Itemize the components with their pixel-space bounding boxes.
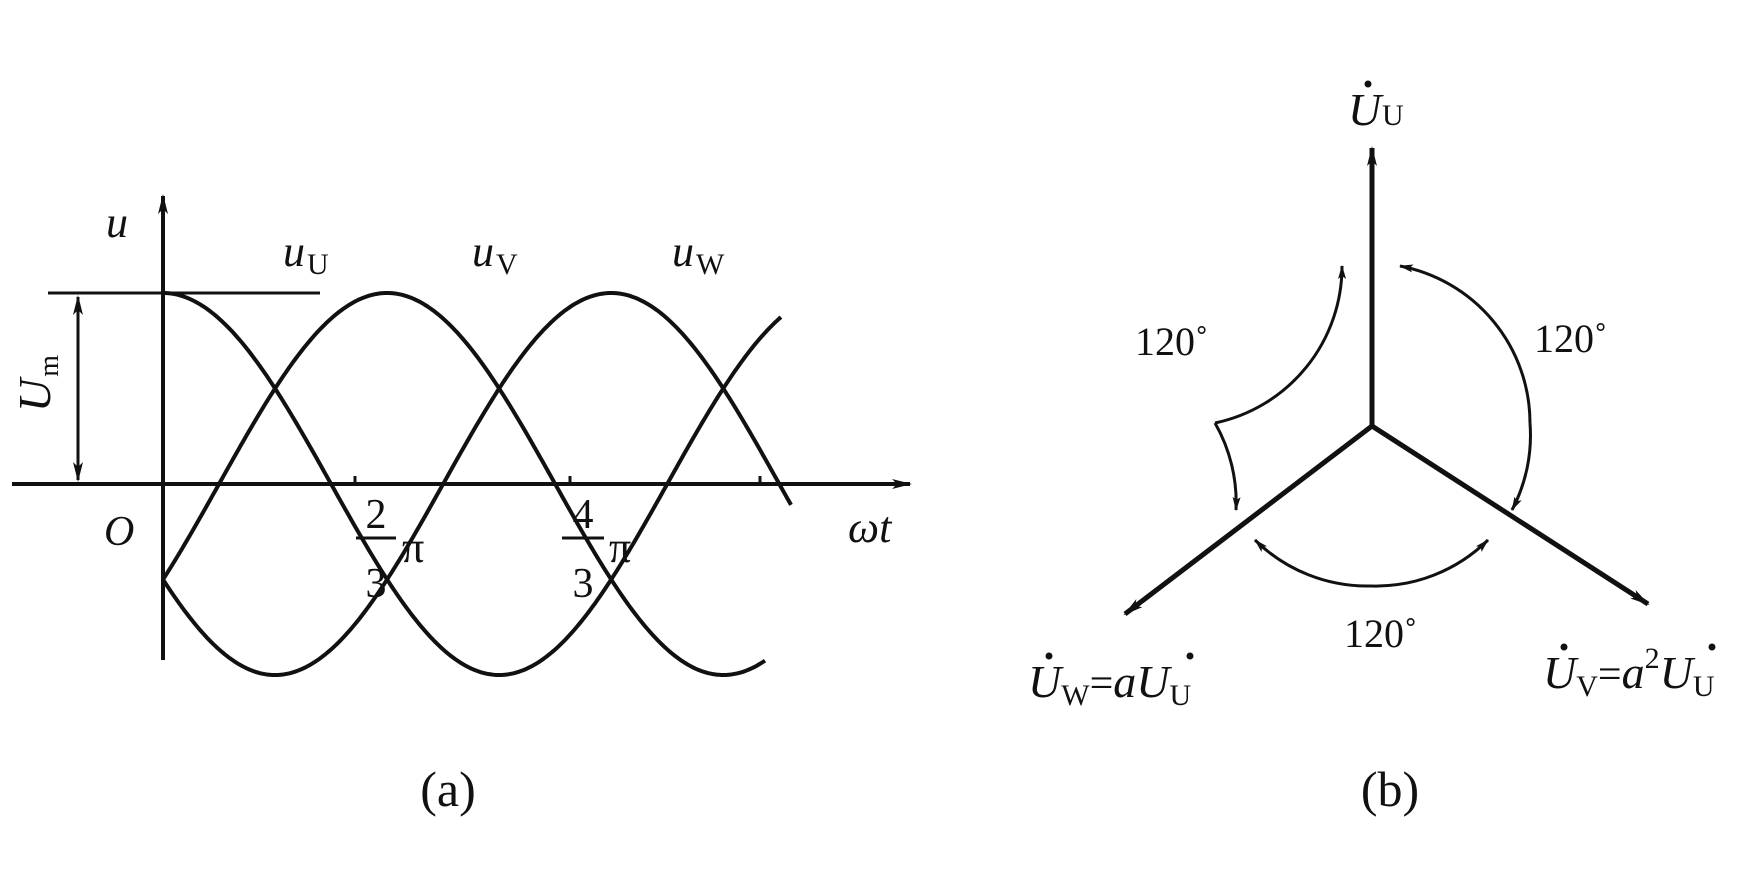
angle-arc-top-right: [1399, 264, 1532, 424]
waveform-u-v: [161, 291, 793, 677]
angle-label-right: 120˚: [1534, 316, 1607, 361]
angle-arc-bottom: [1253, 538, 1372, 588]
amplitude-label-main: U: [9, 376, 60, 412]
y-axis-label: u: [106, 198, 128, 247]
caption-b: (b): [1361, 761, 1419, 817]
angle-label-left: 120˚: [1135, 319, 1208, 364]
caption-a: (a): [420, 761, 476, 817]
waveform-u-u: [163, 291, 783, 677]
tick-label-2-symbol: π: [609, 523, 631, 572]
svg-text:U: U: [1348, 84, 1384, 135]
svg-text:UW=aUU: UW=aUU: [1028, 656, 1191, 712]
svg-text:Um: Um: [9, 355, 65, 412]
x-axis-label: ωt: [848, 503, 893, 552]
phasor-w: [1123, 424, 1374, 616]
svg-text:UV=a2UU: UV=a2UU: [1543, 642, 1715, 703]
phasor-v-label: UV=a2UU: [1543, 642, 1716, 703]
angle-arc-top-left-2: [1213, 422, 1241, 511]
panel-a: u O ωt Um uU uV uW 2 3 π 4 3 π (a): [9, 194, 912, 817]
amplitude-label-sub: m: [34, 355, 65, 377]
curve-label-v: uV: [472, 227, 518, 281]
origin-label: O: [104, 509, 134, 555]
tick-label-2-denominator: 3: [573, 561, 594, 607]
tick-label-2-numerator: 4: [573, 492, 594, 538]
angle-arc-top-left: [1214, 265, 1347, 425]
svg-text:U: U: [1382, 99, 1404, 132]
phasor-u-label: U U: [1348, 80, 1404, 135]
tick-label-4-3-pi: 4 3 π: [562, 492, 631, 607]
panel-b: U U 120˚ 120˚ 120˚ UW=aUU UV=a2UU (b): [1028, 80, 1716, 817]
tick-label-1-denominator: 3: [366, 561, 387, 607]
tick-label-2-3-pi: 2 3 π: [356, 492, 424, 607]
curve-label-w: uW: [672, 227, 725, 281]
angle-arc-bottom-2: [1370, 538, 1490, 588]
phasor-w-label: UW=aUU: [1028, 652, 1194, 712]
tick-label-1-numerator: 2: [366, 492, 387, 538]
angle-label-bottom: 120˚: [1344, 611, 1417, 656]
tick-label-1-symbol: π: [402, 523, 424, 572]
phasor-v: [1370, 423, 1650, 607]
amplitude-label: Um: [9, 355, 65, 412]
curve-label-u: uU: [283, 227, 329, 281]
waveform-u-w: [161, 291, 767, 677]
angle-arc-top-right-2: [1510, 422, 1532, 511]
